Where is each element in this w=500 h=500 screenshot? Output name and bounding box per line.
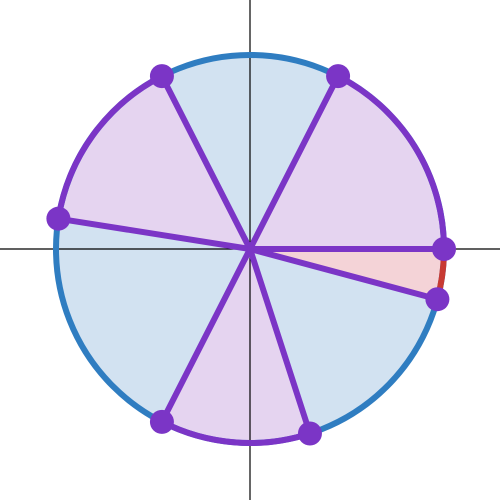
purple-arc-1 — [335, 73, 447, 252]
circle-point-4 — [149, 409, 174, 434]
radius-5 — [55, 215, 253, 252]
circle-point-3 — [297, 421, 322, 446]
sector-5 — [55, 218, 250, 422]
radius-layer — [55, 73, 447, 437]
circle-point-2 — [425, 287, 450, 312]
radius-3 — [247, 246, 313, 437]
sector-2 — [250, 76, 444, 249]
radius-7 — [247, 73, 342, 252]
point-layer — [46, 64, 456, 446]
sector-6 — [161, 249, 310, 444]
radius-4 — [158, 246, 253, 425]
purple-arc-2 — [55, 73, 165, 222]
circle-point-6 — [149, 64, 174, 89]
circle-point-5 — [46, 206, 71, 231]
radius-2 — [247, 246, 441, 303]
radius-6 — [158, 73, 253, 252]
circle-point-1 — [432, 237, 456, 261]
purple-arc-3 — [158, 418, 313, 446]
circle-point-7 — [326, 64, 351, 89]
